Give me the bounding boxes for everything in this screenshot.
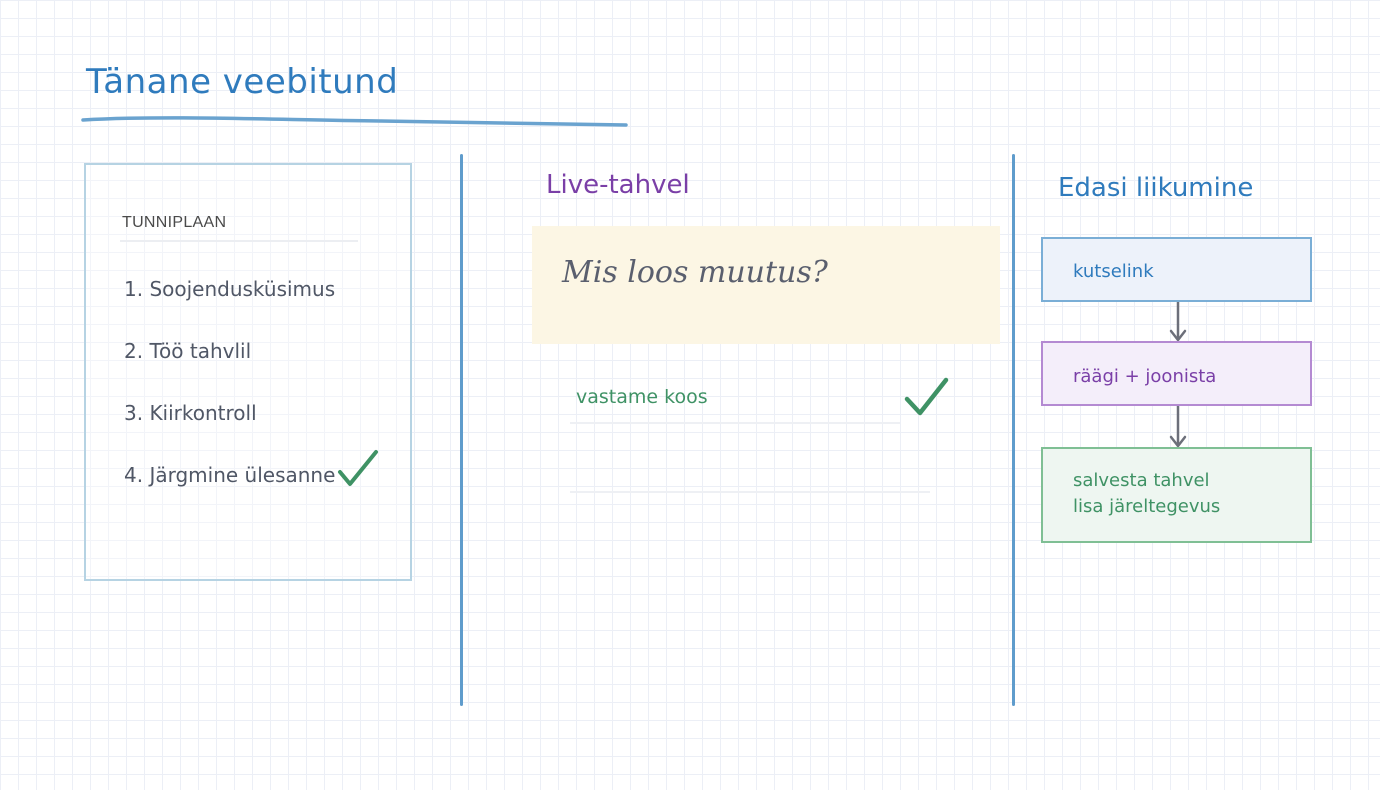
title-underline [81, 116, 628, 127]
check-mark-icon [338, 450, 378, 486]
page-title: Tänane veebitund [86, 62, 399, 102]
flow-step-followup-label: lisa järeltegevus [1073, 496, 1221, 517]
live-board-heading: Live-tahvel [546, 170, 690, 200]
sticky-note-question: Mis loos muutus? [562, 255, 828, 290]
column-divider-right [1012, 154, 1015, 706]
column-divider-left [460, 154, 463, 706]
lesson-plan-heading-divider [120, 240, 358, 242]
flow-step-talk-draw-label: räägi + joonista [1073, 366, 1217, 387]
arrow-down-icon [1169, 406, 1187, 448]
lesson-plan-item-4: 4. Järgmine ülesanne [124, 463, 336, 487]
flow-step-save [1041, 447, 1312, 543]
sticky-note [532, 226, 1000, 344]
lesson-plan-panel [84, 163, 412, 581]
flow-step-save-label: salvesta tahvel [1073, 470, 1210, 491]
lesson-plan-item-2: 2. Töö tahvlil [124, 339, 252, 363]
flow-step-invite [1041, 237, 1312, 302]
lesson-plan-item-1: 1. Soojendusküsimus [124, 277, 336, 301]
next-steps-heading: Edasi liikumine [1058, 173, 1254, 203]
lesson-plan-heading: TUNNIPLAAN [122, 214, 227, 231]
flow-step-talk-draw [1041, 341, 1312, 406]
answer-line-1 [570, 422, 900, 424]
check-mark-icon [904, 377, 949, 416]
arrow-down-icon [1169, 302, 1187, 342]
flow-step-invite-label: kutselink [1073, 261, 1154, 282]
lesson-plan-item-3: 3. Kiirkontroll [124, 401, 257, 425]
answer-line-2 [570, 491, 930, 493]
answer-text: vastame koos [576, 386, 708, 408]
